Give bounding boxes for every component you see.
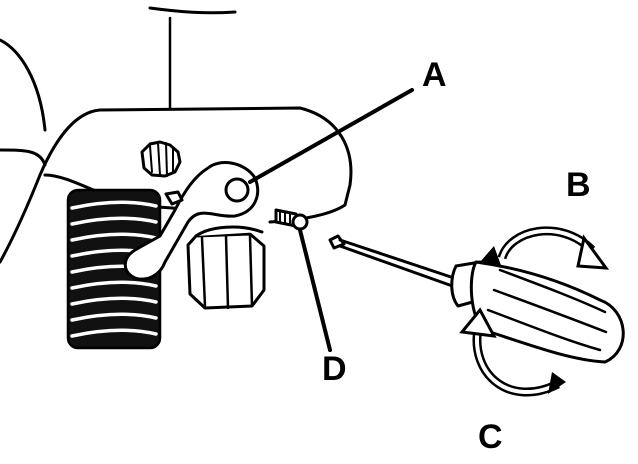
hex-nut (186, 225, 266, 310)
leader-line-d (298, 228, 332, 352)
leader-lines (248, 88, 414, 352)
callout-c: C (478, 418, 503, 456)
rotate-clockwise-arrow-icon (480, 226, 610, 270)
rotate-counterclockwise-arrow-icon (459, 307, 566, 397)
callout-b: B (566, 166, 591, 204)
callout-a: A (422, 56, 447, 94)
locking-lever (123, 161, 260, 281)
leader-line-a (248, 88, 414, 184)
callout-d: D (322, 350, 347, 388)
machine-housing (0, 6, 353, 264)
knurled-knob (140, 140, 182, 178)
screwdriver (328, 234, 625, 364)
set-screw (274, 208, 309, 231)
